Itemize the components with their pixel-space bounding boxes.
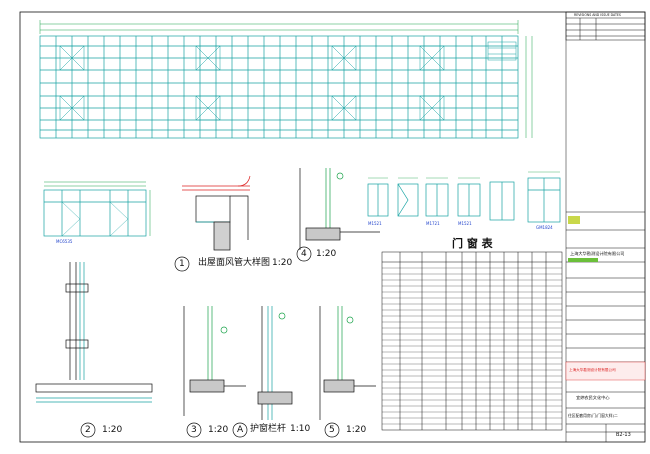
detail-1-scale: 1:20 — [272, 258, 293, 268]
curtain-wall-elevation — [39, 35, 519, 139]
detail-5-scale: 1:20 — [346, 425, 367, 435]
mc6535-dims — [44, 181, 151, 236]
detail-5-circle: 5 — [329, 425, 335, 435]
detail-4 — [299, 168, 380, 250]
stamp-box — [565, 361, 646, 381]
table-row-lines — [382, 267, 562, 425]
mark-door-3: M1521 — [458, 221, 472, 226]
elevation-sashes — [59, 41, 517, 121]
detail-a-scale: 1:10 — [290, 424, 311, 434]
sheet-border — [19, 11, 646, 443]
detail-1-circle: 1 — [179, 259, 185, 269]
project-name: 宜婷农民文化中心 — [576, 395, 610, 400]
revisions-title: REVISIONS AND ISSUE DATES — [574, 13, 621, 17]
detail-3 — [183, 306, 246, 416]
detail-a — [257, 306, 293, 420]
detail-2-scale: 1:20 — [102, 425, 123, 435]
company-logo-block — [568, 216, 580, 224]
door-elevations — [367, 177, 561, 223]
door-window-table — [381, 251, 563, 431]
detail-1-duct — [182, 175, 251, 251]
sheet-title: 住区配套用房(门/门窗大样)二 — [568, 413, 618, 418]
stamp-text: 上海大华勘测设计院有限公司 — [569, 368, 616, 372]
sheet-number: B2-13 — [616, 432, 631, 438]
detail-2-circle: 2 — [85, 425, 91, 435]
detail-4-circle: 4 — [301, 249, 307, 259]
detail-a-circle: A — [237, 425, 244, 435]
mark-door-1: M1521 — [368, 221, 382, 226]
door-dims — [368, 171, 560, 179]
detail-3-scale: 1:20 — [208, 425, 229, 435]
detail-1-title: 出屋面风管大样图 — [198, 258, 271, 268]
top-dimensions — [39, 20, 519, 34]
door-window-table-title: 门 窗 表 — [452, 237, 493, 250]
right-dimensions — [525, 36, 533, 138]
mark-door-4: GM1824 — [536, 225, 553, 230]
company-name: 上海大华勘测设计院有限公司 — [570, 251, 625, 256]
detail-2 — [35, 262, 153, 403]
detail-markers — [80, 246, 340, 438]
detail-a-title: 护窗栏杆 — [250, 424, 287, 434]
green-strip — [568, 258, 598, 262]
detail-3-circle: 3 — [191, 425, 197, 435]
detail-4-scale: 1:20 — [316, 249, 337, 259]
mark-mc6535: MC6535 — [56, 239, 73, 244]
window-mc6535 — [43, 189, 147, 237]
mark-door-2: M1721 — [426, 221, 440, 226]
detail-5 — [319, 306, 376, 420]
